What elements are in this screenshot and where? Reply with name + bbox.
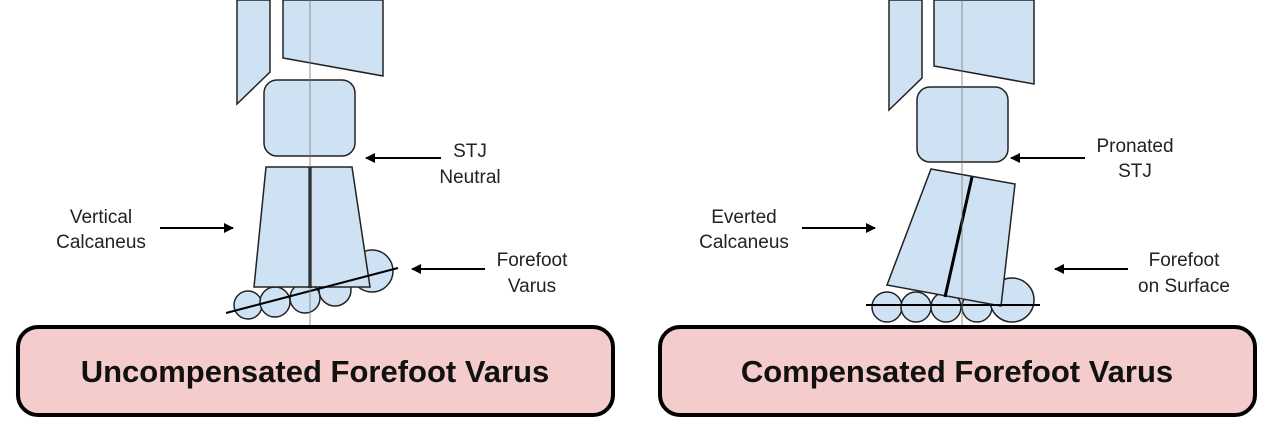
left-stj-label-line1: STJ [453,141,487,162]
left-stj-label-line2: Neutral [439,167,500,188]
left-panel-title: Uncompensated Forefoot Varus [81,354,550,389]
left-forefoot-label-line1: Forefoot [497,250,568,271]
right-calcaneus-label-line2: Calcaneus [699,232,789,253]
right-fibula [888,0,923,112]
right-stj-label-line2: STJ [1118,161,1152,182]
left-talus [263,79,356,157]
right-forefoot-label-line2: on Surface [1138,276,1230,297]
left-calcaneus-label-line1: Vertical [70,207,132,228]
left-calcaneus [253,166,371,288]
left-forefoot-plane-line [225,267,399,314]
right-tibia [933,0,1035,85]
right-calcaneus [885,168,1016,307]
right-calcaneus-label-line1: Everted [711,207,776,228]
left-panel: STJ Neutral Vertical Calcaneus Forefoot … [16,0,615,417]
left-forefoot-label-line2: Varus [508,276,556,297]
right-talus [916,86,1009,163]
right-panel: Pronated STJ Everted Calcaneus Forefoot … [658,0,1257,417]
left-calcaneus-label-line2: Calcaneus [56,232,146,253]
right-title-box [658,325,1257,417]
right-calcaneal-bisection [943,176,974,298]
right-forefoot-label-line1: Forefoot [1149,250,1220,271]
left-fibula [236,0,271,106]
right-stj-label-line1: Pronated [1096,136,1173,157]
left-tibia [282,0,384,77]
right-panel-title: Compensated Forefoot Varus [741,354,1173,389]
left-title-box [16,325,615,417]
